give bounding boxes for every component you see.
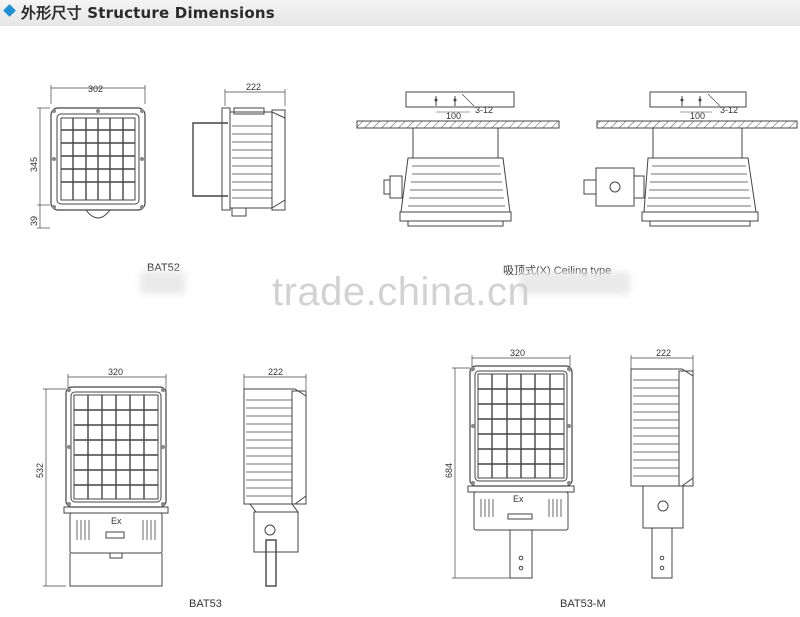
bat53m-label: BAT53-M bbox=[560, 598, 606, 610]
bat53-depth-dim: 222 bbox=[268, 367, 283, 377]
ceiling-mount-left-view: 100 3-12 bbox=[356, 91, 560, 227]
bat53-label: BAT53 bbox=[189, 598, 222, 610]
watermark: trade.china.cn bbox=[272, 270, 531, 314]
watermark-blur bbox=[140, 272, 185, 294]
bat53-side-view: 222 bbox=[243, 367, 307, 587]
bat52-bottom-dim: 39 bbox=[29, 216, 39, 226]
bat53m-front-view: 320 684 Ex bbox=[444, 348, 575, 579]
bat53-ex-badge: Ex bbox=[111, 516, 122, 526]
bat52-width-dim: 302 bbox=[88, 84, 103, 94]
bat53m-depth-dim: 222 bbox=[656, 348, 671, 358]
bat52-label: BAT52 bbox=[147, 262, 180, 274]
section-title: 外形尺寸 Structure Dimensions bbox=[21, 4, 275, 22]
ceiling-right-spacing-dim: 100 bbox=[690, 111, 705, 121]
ceiling-left-thread-dim: 3-12 bbox=[475, 105, 493, 115]
bat52-height-dim: 345 bbox=[29, 157, 39, 172]
bat52-side-view: 222 bbox=[192, 82, 286, 217]
bat52-depth-dim: 222 bbox=[246, 82, 261, 92]
ceiling-left-spacing-dim: 100 bbox=[446, 111, 461, 121]
section-header: 外形尺寸 Structure Dimensions bbox=[0, 0, 800, 26]
bat53m-side-view: 222 bbox=[630, 348, 694, 579]
bat53-width-dim: 320 bbox=[108, 367, 123, 377]
bat52-front-view: 302 345 39 bbox=[29, 84, 146, 229]
watermark-blur bbox=[520, 272, 630, 294]
bat53-front-view: 320 532 Ex bbox=[35, 367, 169, 587]
bat53m-height-dim: 684 bbox=[444, 463, 454, 478]
bat53-height-dim: 532 bbox=[35, 463, 45, 478]
bat53m-width-dim: 320 bbox=[510, 348, 525, 358]
ceiling-mount-right-view: 100 3-12 bbox=[583, 91, 798, 227]
bat53m-ex-badge: Ex bbox=[513, 494, 524, 504]
ceiling-right-thread-dim: 3-12 bbox=[720, 105, 738, 115]
